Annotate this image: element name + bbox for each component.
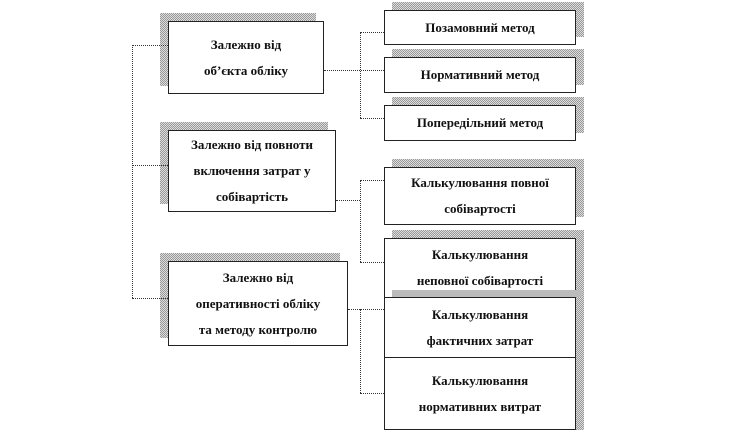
box-label: Позамовний метод <box>425 19 535 35</box>
connector <box>360 309 361 393</box>
method-box-process: Попередільний метод <box>384 105 576 141</box>
box-label: Залежно від <box>210 36 282 52</box>
connector <box>360 262 384 263</box>
box-label: неповної собівартості <box>416 273 544 288</box>
category-box-completeness: Залежно від повноти включення затрат у с… <box>168 130 336 212</box>
connector <box>360 32 361 118</box>
shadow <box>392 290 582 297</box>
connector <box>132 165 168 166</box>
connector <box>360 180 384 181</box>
category-box-object: Залежно від об’єкта обліку <box>168 21 324 94</box>
method-box-full-cost: Калькулювання повної собівартості <box>384 167 576 225</box>
connector <box>336 200 360 201</box>
method-box-normative-expenses: Калькулювання нормативних витрат <box>384 357 576 430</box>
category-box-operativeness: Залежно від оперативності обліку та мето… <box>168 261 348 346</box>
box-label: Попередільний метод <box>416 115 544 130</box>
box-label: Нормативний метод <box>420 67 540 82</box>
method-box-partial-cost: Калькулювання неповної собівартості <box>384 238 576 298</box>
connector <box>132 45 168 46</box>
box-label: Залежно від <box>222 269 294 285</box>
box-label: нормативних витрат <box>418 398 542 414</box>
box-label: оперативності обліку <box>195 295 321 311</box>
connector <box>360 118 384 119</box>
connector <box>360 393 384 394</box>
connector <box>348 309 384 310</box>
method-box-normative: Нормативний метод <box>384 57 576 93</box>
method-box-actual-costs: Калькулювання фактичних затрат <box>384 297 576 358</box>
connector <box>360 180 361 262</box>
connector <box>132 45 133 298</box>
box-label: собівартості <box>444 201 516 216</box>
connector <box>324 70 384 71</box>
box-label: включення затрат у <box>193 163 311 178</box>
method-box-job-order: Позамовний метод <box>384 10 576 45</box>
connector <box>360 32 384 33</box>
box-label: Калькулювання <box>431 306 529 322</box>
box-label: собівартість <box>216 189 288 204</box>
box-label: Калькулювання <box>431 247 529 262</box>
box-label: об’єкта обліку <box>203 62 289 78</box>
box-label: Калькулювання <box>431 372 529 388</box>
box-label: Залежно від повноти <box>190 137 314 152</box>
box-label: фактичних затрат <box>426 332 534 348</box>
box-label: та методу контролю <box>198 321 318 337</box>
connector <box>132 298 168 299</box>
box-label: Калькулювання повної <box>411 175 549 190</box>
